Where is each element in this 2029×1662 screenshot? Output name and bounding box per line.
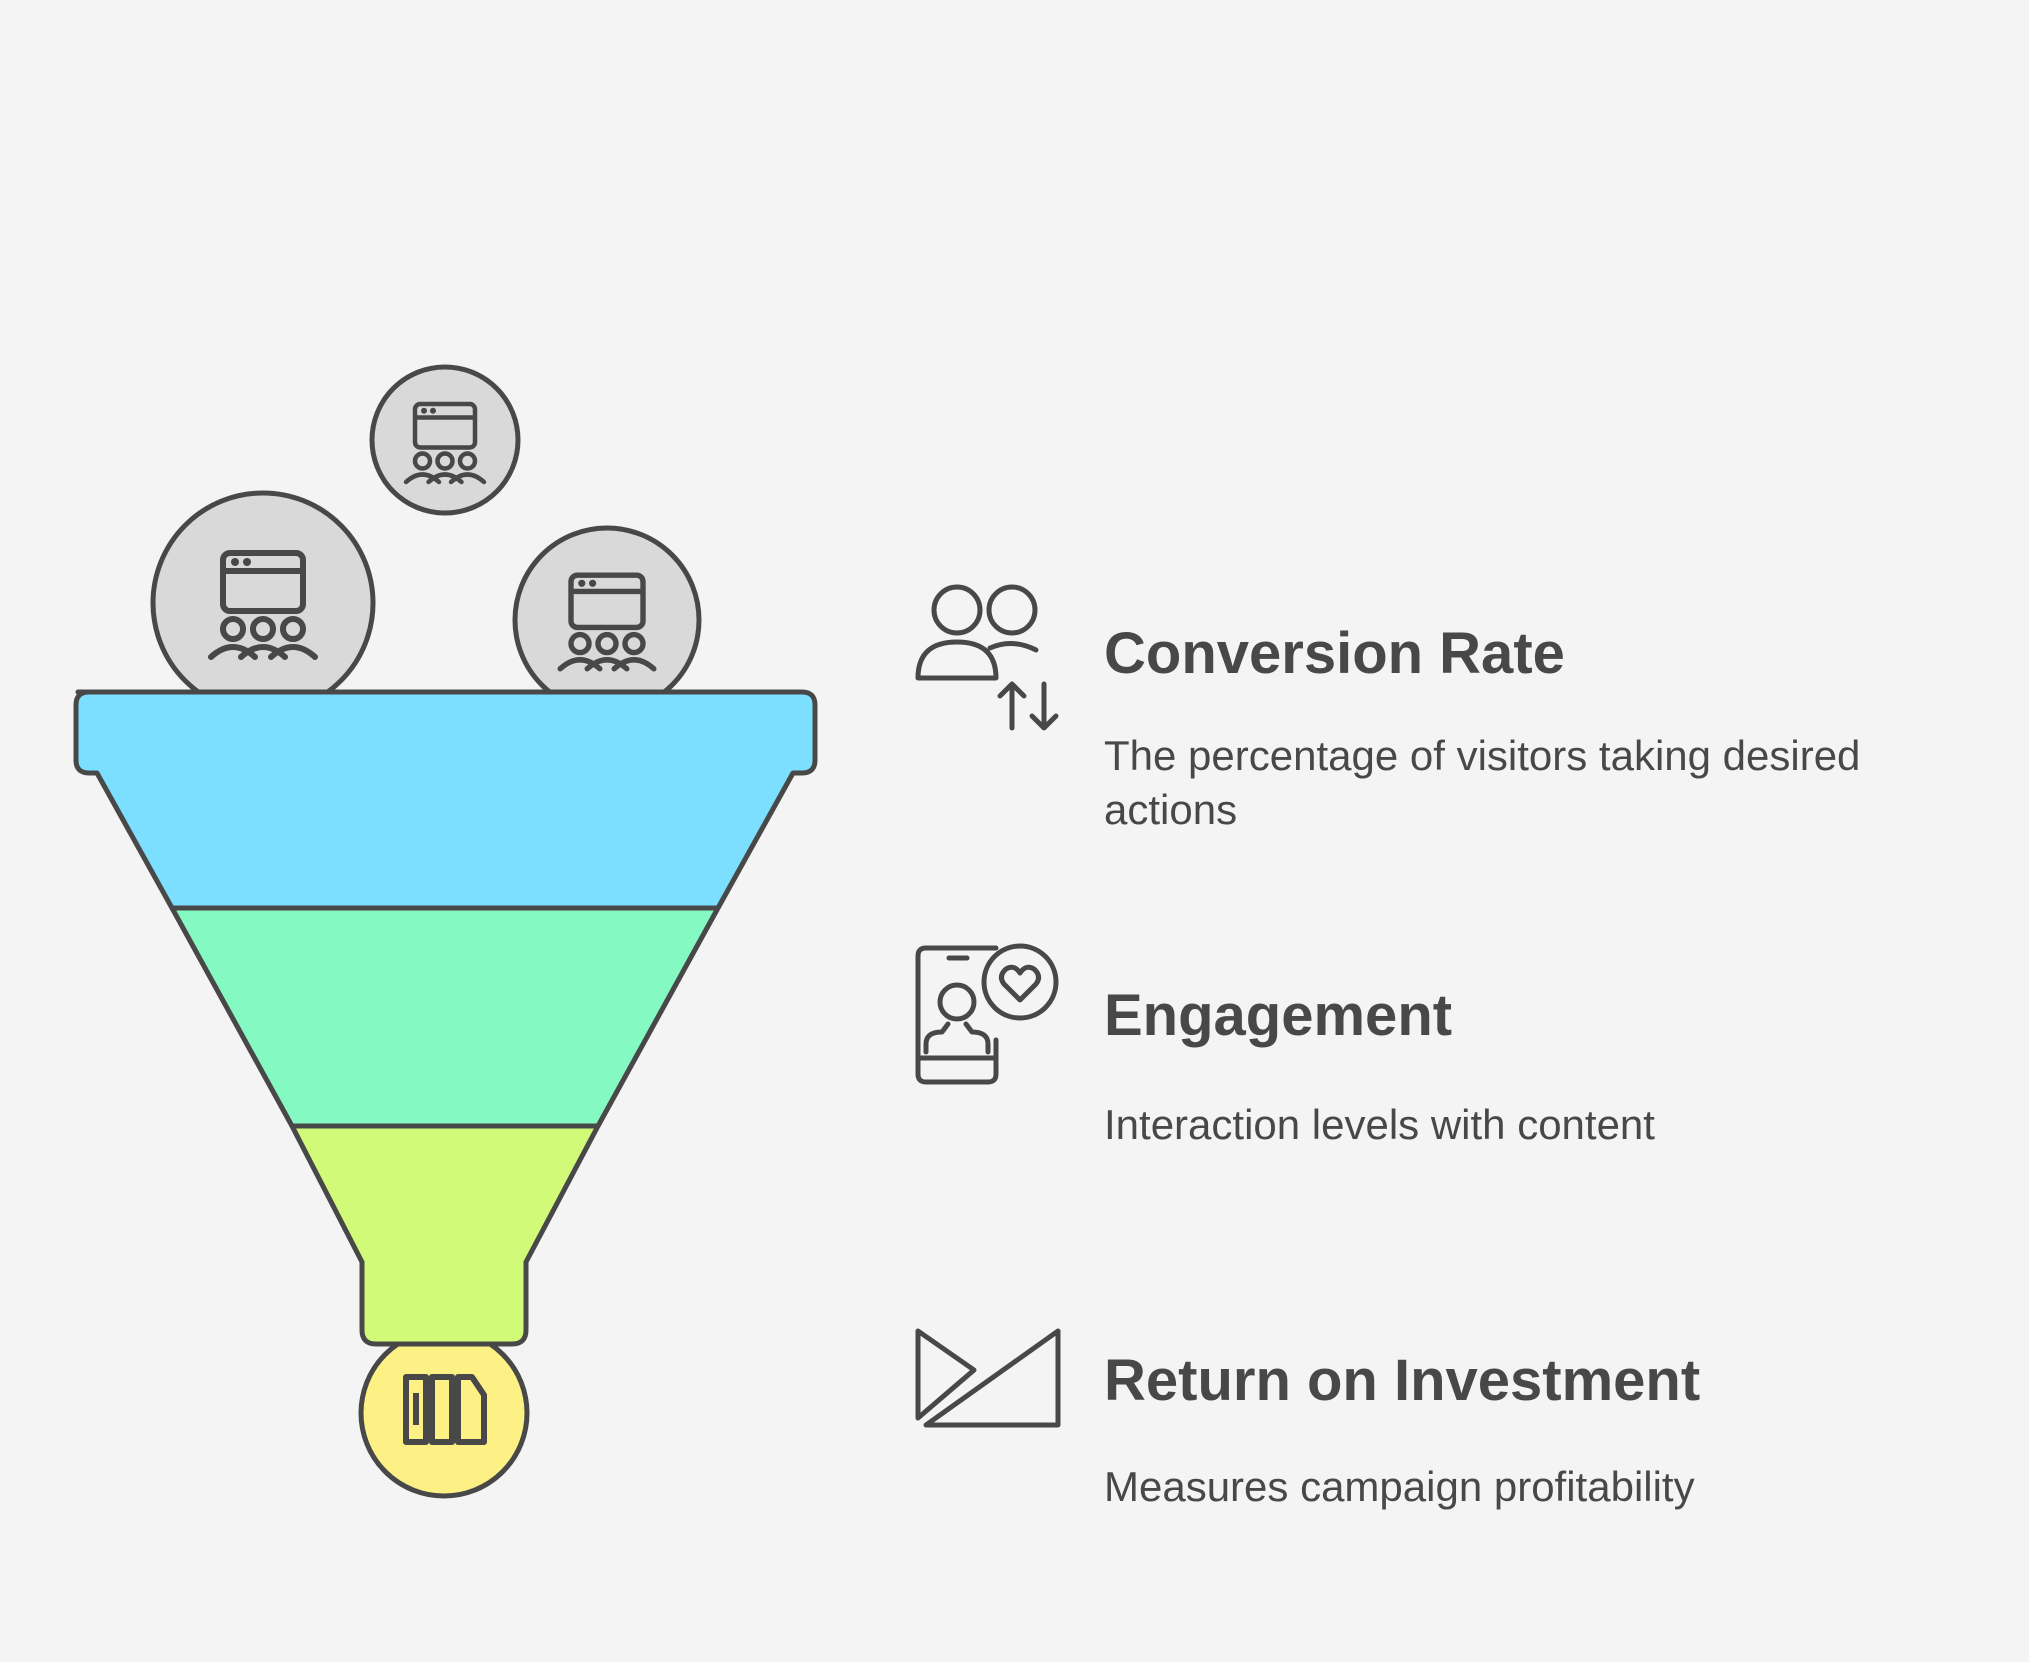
item-description-engagement: Interaction levels with content — [1104, 1101, 1655, 1148]
item-title-conversion-rate: Conversion Rate — [1104, 621, 1565, 686]
angle-chart-icon — [915, 1328, 1061, 1428]
item-description-conversion-rate: The percentage of visitors taking desire… — [1104, 732, 1861, 833]
input-circle-left — [150, 490, 376, 716]
output-circle — [358, 1327, 530, 1499]
users-exchange-icon — [915, 584, 1059, 731]
funnel-body — [73, 689, 818, 1347]
item-description-return-on-investment: Measures campaign profitability — [1104, 1463, 1695, 1510]
input-circle-right — [512, 525, 702, 715]
input-circle-top — [369, 364, 521, 516]
item-title-engagement: Engagement — [1104, 983, 1453, 1048]
item-title-return-on-investment: Return on Investment — [1104, 1348, 1701, 1413]
funnel-stage-1 — [73, 689, 818, 911]
funnel-stage-3 — [289, 1123, 601, 1347]
phone-heart-icon — [915, 943, 1059, 1085]
funnel-stage-2 — [169, 905, 721, 1129]
bar-chart-icon — [403, 1374, 487, 1445]
